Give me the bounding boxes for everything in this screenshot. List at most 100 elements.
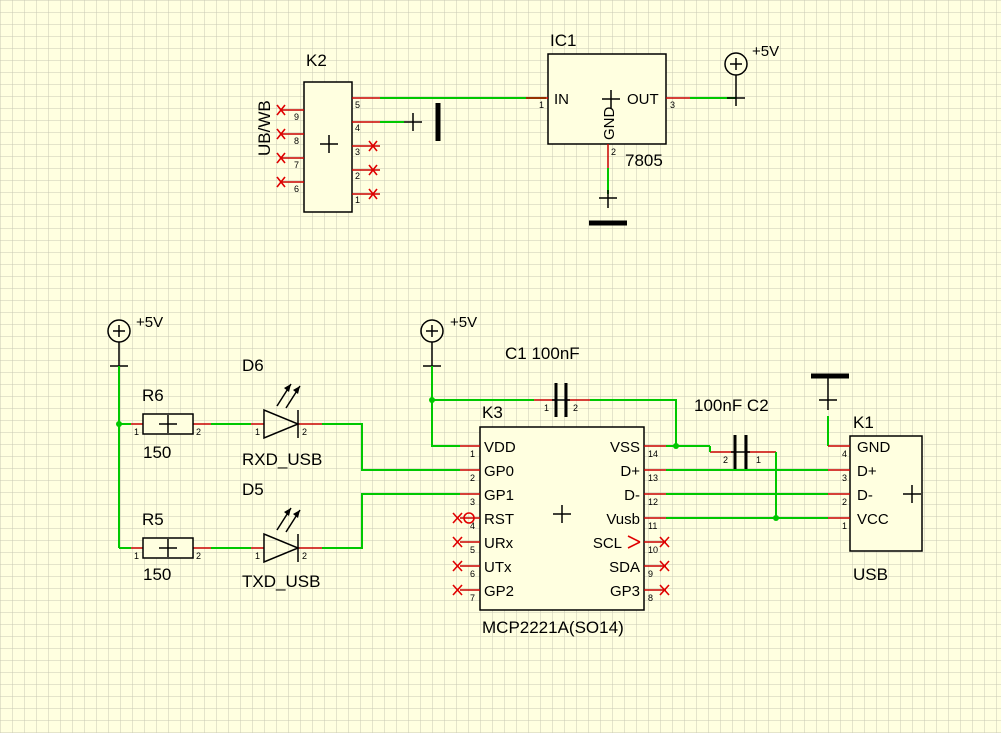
resistor-r5[interactable]: R5 1 2 150	[131, 510, 211, 584]
r6-ref: R6	[142, 386, 164, 405]
ground-symbol-k1	[811, 373, 849, 410]
ic1-value: 7805	[625, 151, 663, 170]
c2-pin1: 1	[756, 455, 761, 465]
power-label-top: +5V	[752, 43, 779, 60]
k1-pin-dplus: D+	[857, 463, 877, 480]
k3-num-10: 10	[648, 545, 658, 555]
k3-pin-gp3: GP3	[610, 583, 640, 600]
r5-value: 150	[143, 565, 171, 584]
k3-pin-sda: SDA	[609, 559, 640, 576]
d5-pin2: 2	[302, 551, 307, 561]
k3-num-13: 13	[648, 473, 658, 483]
r5-pin1: 1	[134, 551, 139, 561]
k2-pin-5: 5	[355, 100, 360, 110]
c1-pin2: 2	[573, 403, 578, 413]
k2-pin-4: 4	[355, 123, 360, 133]
wire-c1-vss	[590, 399, 677, 446]
power-symbol-left: +5V	[107, 314, 163, 374]
ic1-pin-gnd: GND	[601, 107, 618, 141]
r5-ref: R5	[142, 510, 164, 529]
c2-label: 100nF C2	[694, 396, 769, 415]
k3-pin-dminus: D-	[624, 487, 640, 504]
d6-value: RXD_USB	[242, 450, 322, 469]
r5-pin2: 2	[196, 551, 201, 561]
power-symbol-top: +5V	[724, 43, 779, 106]
k3-value: MCP2221A(SO14)	[482, 618, 624, 637]
ic-k3-mcp2221a[interactable]: K3 MCP2221A(SO14) VDD GP0 GP1 RST	[452, 403, 670, 637]
k1-pin-dminus: D-	[857, 487, 873, 504]
k1-num-3: 3	[842, 473, 847, 483]
power-label-mid: +5V	[450, 314, 477, 331]
k3-pin-dplus: D+	[620, 463, 640, 480]
k3-num-3: 3	[470, 497, 475, 507]
k1-num-2: 2	[842, 497, 847, 507]
d5-pin1: 1	[255, 551, 260, 561]
k3-num-8: 8	[648, 593, 653, 603]
k3-num-12: 12	[648, 497, 658, 507]
k3-ref: K3	[482, 403, 503, 422]
k2-pin-3: 3	[355, 147, 360, 157]
c1-pin1: 1	[544, 403, 549, 413]
k3-pin-vusb: Vusb	[606, 511, 640, 528]
k3-pin-scl: SCL	[593, 535, 622, 552]
ic1-num-out: 3	[670, 100, 675, 110]
d6-pin2: 2	[302, 427, 307, 437]
capacitor-c2[interactable]: 100nF C2 2 1	[694, 396, 776, 469]
k3-pin-gp1: GP1	[484, 487, 514, 504]
ic1-num-in: 1	[539, 100, 544, 110]
k3-num-5: 5	[470, 545, 475, 555]
k1-pin-gnd: GND	[857, 439, 891, 456]
k3-pin-gp2: GP2	[484, 583, 514, 600]
led-d5[interactable]: D5 1 2 TXD_USB	[242, 480, 322, 591]
wire-5v-vdd	[431, 366, 460, 447]
k2-pin-2: 2	[355, 171, 360, 181]
k3-pin-utx: UTx	[484, 559, 512, 576]
k1-num-4: 4	[842, 449, 847, 459]
ground-symbol-ic1	[589, 190, 627, 226]
d6-ref: D6	[242, 356, 264, 375]
k2-pin-6: 6	[294, 184, 299, 194]
ground-symbol-k2	[404, 103, 441, 141]
resistor-r6[interactable]: R6 1 2 150	[131, 386, 211, 462]
d6-pin1: 1	[255, 427, 260, 437]
connector-k1-usb[interactable]: K1 GND D+ D- VCC 4 3 2 1 USB	[828, 413, 923, 584]
connector-k2[interactable]: K2 UB/WB 5 4 3 2 1 9 8 7 6	[255, 51, 380, 213]
ic1-num-gnd: 2	[611, 147, 616, 157]
k1-num-1: 1	[842, 521, 847, 531]
r6-value: 150	[143, 443, 171, 462]
k3-num-4: 4	[470, 521, 475, 531]
k3-num-7: 7	[470, 593, 475, 603]
wire-d6-gp0	[322, 423, 460, 471]
k3-num-1: 1	[470, 449, 475, 459]
ic1-pin-out: OUT	[627, 91, 659, 108]
no-connect-markers-k3	[452, 512, 670, 596]
d5-value: TXD_USB	[242, 572, 320, 591]
led-d6[interactable]: D6 1 2 RXD_USB	[242, 356, 322, 469]
k2-pin-7: 7	[294, 160, 299, 170]
k2-pin-1: 1	[355, 195, 360, 205]
k3-pin-rst: RST	[484, 511, 514, 528]
k3-num-11: 11	[648, 521, 657, 531]
k3-pin-urx: URx	[484, 535, 514, 552]
k2-pin-9: 9	[294, 112, 299, 122]
junction-vusb	[773, 515, 779, 521]
r6-pin2: 2	[196, 427, 201, 437]
c2-pin2: 2	[723, 455, 728, 465]
regulator-ic1[interactable]: IC1 IN OUT GND 7805 1 3 2	[526, 31, 690, 170]
capacitor-c1[interactable]: C1 100nF 1 2	[505, 344, 590, 417]
k3-num-6: 6	[470, 569, 475, 579]
wire-d5-gp1	[322, 493, 460, 549]
k2-side-label: UB/WB	[255, 100, 274, 156]
k2-pin-8: 8	[294, 136, 299, 146]
d5-ref: D5	[242, 480, 264, 499]
ic1-ref: IC1	[550, 31, 576, 50]
junction-vss	[673, 443, 679, 449]
k3-num-2: 2	[470, 473, 475, 483]
k1-ref: K1	[853, 413, 874, 432]
k3-num-14: 14	[648, 449, 658, 459]
r6-pin1: 1	[134, 427, 139, 437]
no-connect-markers-k2	[276, 104, 378, 200]
k1-pin-vcc: VCC	[857, 511, 889, 528]
k3-pin-vdd: VDD	[484, 439, 516, 456]
